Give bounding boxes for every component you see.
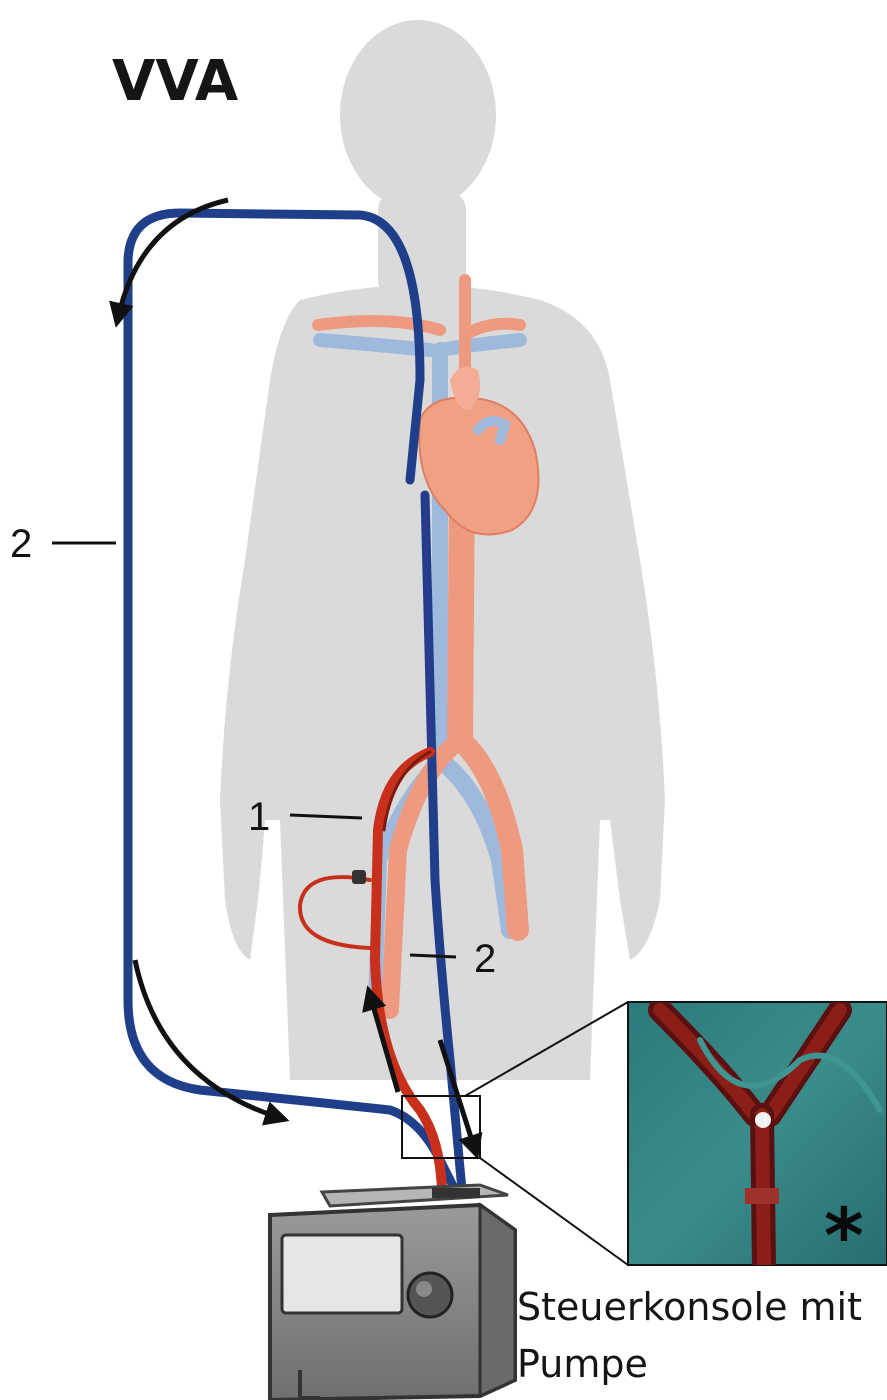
inset-photo: *	[628, 1002, 887, 1280]
inset-marker: *	[824, 1191, 864, 1280]
label-2-left: 2	[10, 522, 32, 566]
label-1: 1	[248, 795, 270, 839]
console-label-line2: Pumpe	[517, 1342, 648, 1386]
pump-console-icon	[270, 1185, 515, 1400]
console-label-line1: Steuerkonsole mit	[517, 1285, 862, 1329]
label-2-right: 2	[474, 937, 496, 981]
diagram-title: VVA	[112, 49, 239, 114]
